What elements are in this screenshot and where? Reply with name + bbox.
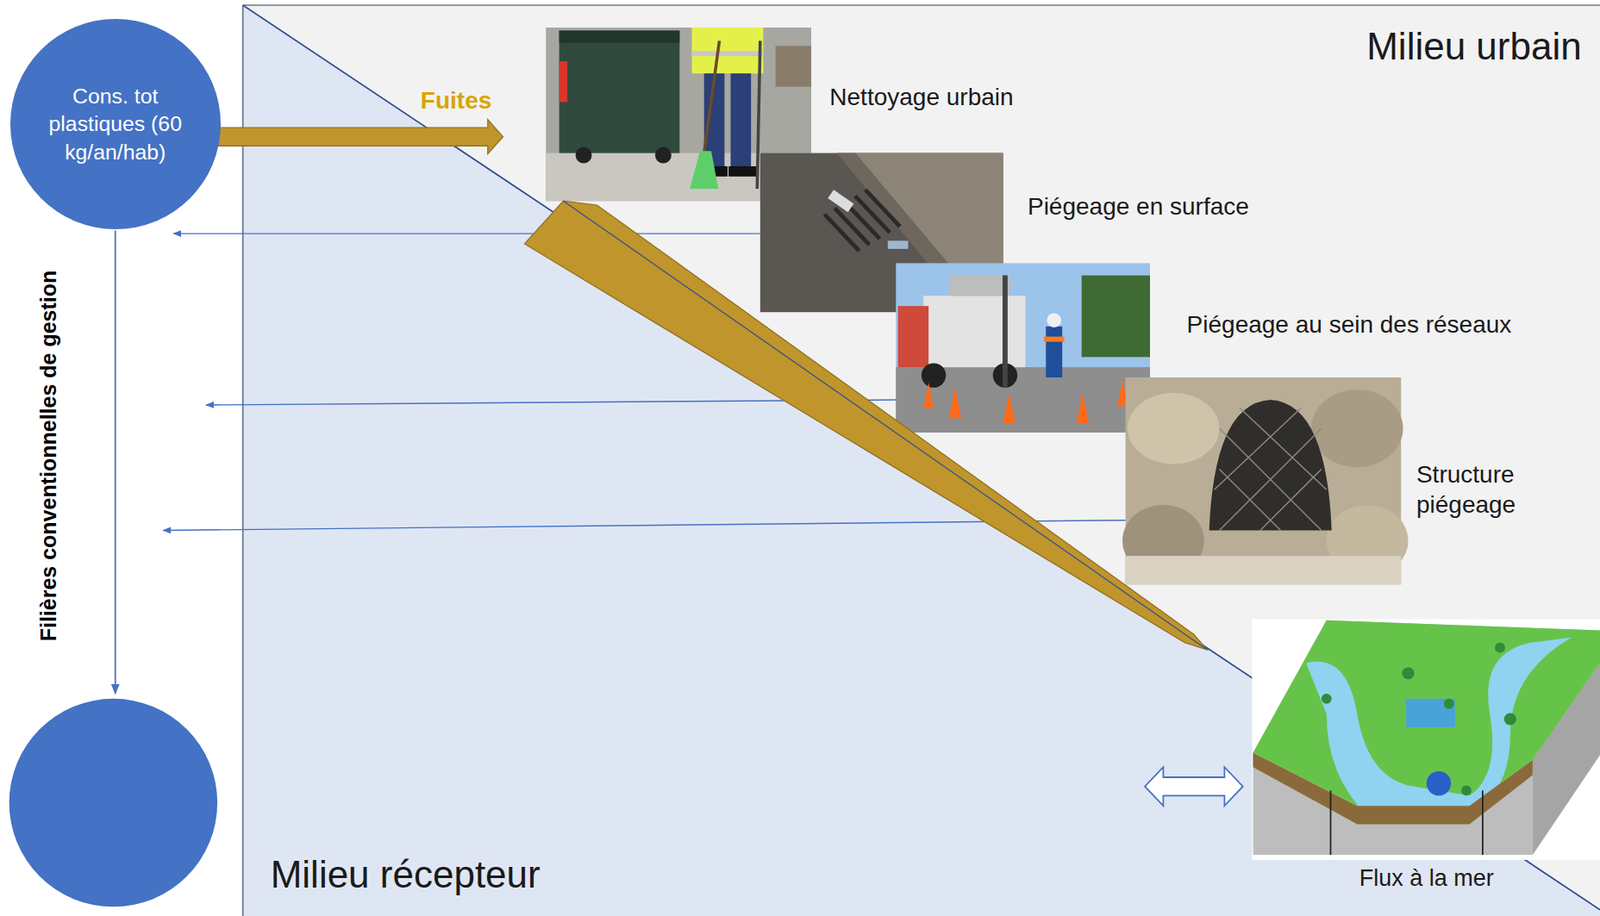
axis-label: Filières conventionnelles de gestion (35, 270, 63, 643)
stage-label: Piégeage en surface (1027, 191, 1250, 222)
zone-label: Milieu récepteur (270, 850, 541, 899)
leak-label: Fuites (420, 85, 492, 116)
stage-label: Piégeage au sein des réseaux (1187, 309, 1513, 340)
exchange-arrow (1144, 767, 1244, 807)
wedge-edge (562, 200, 1207, 650)
net-photo (1122, 377, 1408, 585)
management-arrow (114, 231, 117, 694)
landscape-block (1251, 619, 1600, 861)
stage-label: Nettoyage urbain (829, 81, 1013, 113)
plastic-circle: Cons. tot plastiques (60 kg/an/hab) (10, 18, 221, 230)
leak-arrow (218, 119, 503, 155)
top-border (243, 4, 1600, 6)
return-arrow (173, 232, 761, 234)
zone-label: Milieu urbain (1366, 22, 1582, 70)
managed-circle (9, 699, 218, 907)
caption-label: Flux à la mer (1359, 864, 1494, 894)
leak-wedge (524, 200, 1207, 650)
circle-text: Cons. tot plastiques (60 kg/an/hab) (22, 82, 209, 167)
network-photo (895, 262, 1150, 432)
stage-label: Structure piégeage (1416, 459, 1546, 520)
return-arrow (162, 520, 1125, 532)
